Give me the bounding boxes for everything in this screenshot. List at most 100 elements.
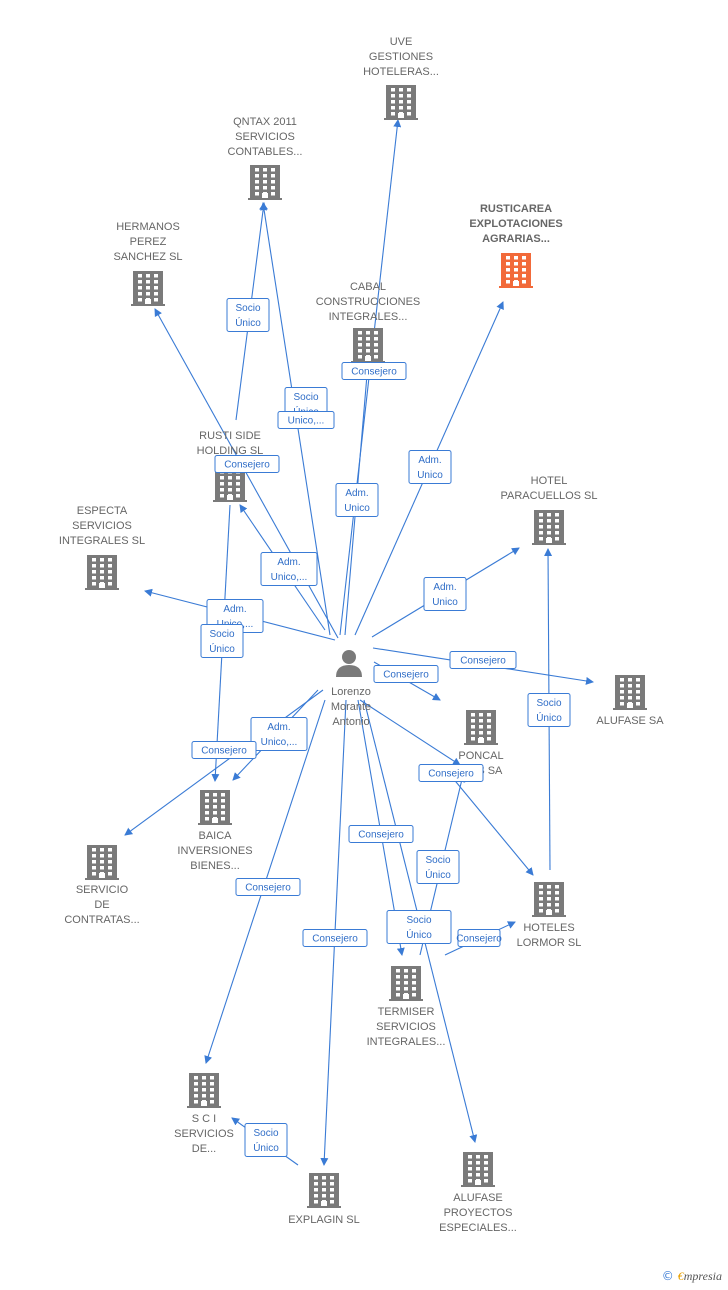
edge-label-text: Consejero [428, 769, 474, 780]
edge-label-text: Unico,... [288, 416, 325, 427]
company-label: SERVICIOS [376, 1021, 436, 1033]
company-node-contratas[interactable]: SERVICIODECONTRATAS... [64, 845, 140, 926]
edge-label-text: Consejero [351, 367, 397, 378]
company-label: PARACUELLOS SL [500, 490, 597, 502]
edge-label[interactable]: Consejero [348, 825, 414, 843]
company-node-baica[interactable]: BAICAINVERSIONESBIENES... [177, 790, 253, 872]
edge-label[interactable]: Adm. Unico [335, 483, 379, 517]
edge-label-text: Unico [344, 503, 370, 514]
edge-line [124, 689, 324, 836]
company-label: GESTIONES [369, 51, 433, 63]
company-node-termiser[interactable]: TERMISERSERVICIOSINTEGRALES... [367, 966, 446, 1048]
building-icon [499, 253, 533, 288]
edge-label-text: Único [235, 316, 261, 329]
building-icon [384, 85, 418, 120]
building-icon [131, 271, 165, 306]
edge-label[interactable]: Unico,... [277, 411, 335, 429]
company-node-explagin[interactable]: EXPLAGIN SL [288, 1173, 360, 1226]
edge-label-text: Unico,... [261, 737, 298, 748]
company-node-poncal[interactable]: PONCAL...OS SA [458, 710, 504, 777]
edge-label-text: Consejero [312, 934, 358, 945]
edge-label-text: Consejero [460, 656, 506, 667]
company-label: INTEGRALES... [367, 1036, 446, 1048]
company-node-alufase_proy[interactable]: ALUFASEPROYECTOSESPECIALES... [439, 1152, 517, 1234]
company-node-cabal[interactable]: CABALCONSTRUCCIONESINTEGRALES... [316, 281, 421, 363]
edge-label-text: Consejero [383, 670, 429, 681]
edge-label-text: Adm. [267, 722, 290, 733]
edge-label[interactable]: Adm.Unico [408, 450, 452, 484]
company-label: PROYECTOS [444, 1207, 513, 1219]
company-label: INTEGRALES... [329, 311, 408, 323]
edge-label-text: Socio [406, 915, 431, 926]
company-node-rusticarea[interactable]: RUSTICAREAEXPLOTACIONESAGRARIAS... [469, 203, 563, 288]
building-icon [532, 510, 566, 545]
company-label: ESPECIALES... [439, 1222, 517, 1234]
company-node-alufase[interactable]: ALUFASE SA [596, 675, 664, 727]
edge-label[interactable]: Consejero [418, 764, 484, 782]
edge-label-text: Único [536, 711, 562, 724]
building-icon [307, 1173, 341, 1208]
edge-line [359, 699, 461, 766]
edge-label-text: Socio [536, 698, 561, 709]
company-label: INVERSIONES [177, 845, 252, 857]
edge-label-text: Socio [293, 392, 318, 403]
edge-label[interactable]: Consejero [191, 741, 257, 759]
edge-label-text: Socio [235, 303, 260, 314]
empresia-logo[interactable]: ©€mpresia [661, 1269, 722, 1283]
company-label: SERVICIOS [72, 520, 132, 532]
company-label: SERVICIO [76, 884, 129, 896]
edge-label[interactable]: Consejero [214, 455, 280, 473]
edge-label[interactable]: Adm.Unico,... [260, 552, 318, 586]
edge-label[interactable]: Consejero [456, 929, 502, 947]
company-label: CONTRATAS... [64, 914, 139, 926]
edge-label[interactable]: Consejero [235, 878, 301, 896]
company-label: RUSTICAREA [480, 203, 552, 215]
edge-label-text: Socio [209, 629, 234, 640]
edge-line [441, 764, 534, 876]
company-label: SANCHEZ SL [113, 251, 182, 263]
edge-label-text: Adm. [345, 488, 368, 499]
edge-label[interactable]: Consejero [302, 929, 368, 947]
company-label: ESPECTA [77, 505, 128, 517]
company-node-sci[interactable]: S C ISERVICIOSDE... [174, 1073, 234, 1155]
edge-label[interactable]: Adm. Unico,... [250, 717, 308, 751]
company-label: ALUFASE SA [596, 715, 664, 727]
building-icon [461, 1152, 495, 1187]
edge-label-text: Único [209, 642, 235, 655]
edge-label-text: Único [253, 1141, 279, 1154]
edge-label-text: Adm. [433, 582, 456, 593]
edge-label-text: Unico [417, 470, 443, 481]
edge-label[interactable]: Consejero [341, 362, 407, 380]
company-node-qntax[interactable]: QNTAX 2011SERVICIOSCONTABLES... [228, 116, 303, 200]
company-node-uve[interactable]: UVEGESTIONESHOTELERAS... [363, 36, 439, 120]
edge-label[interactable]: Adm.Unico [423, 577, 467, 611]
edge-label-text: Adm. [223, 604, 246, 615]
edge-label-text: Socio [425, 855, 450, 866]
edge-label-text: Consejero [224, 460, 270, 471]
edge-label[interactable]: Consejero [449, 651, 517, 669]
company-label: S C I [192, 1113, 216, 1125]
edge-label-text: Socio [253, 1128, 278, 1139]
building-icon [85, 845, 119, 880]
person-label: Morante [331, 701, 371, 713]
building-icon [187, 1073, 221, 1108]
edge-line [154, 308, 339, 639]
edge-label[interactable]: Consejero [373, 665, 439, 683]
copyright-icon: © [661, 1269, 674, 1283]
edge-label-text: Consejero [245, 883, 291, 894]
building-icon [613, 675, 647, 710]
building-icon [389, 966, 423, 1001]
